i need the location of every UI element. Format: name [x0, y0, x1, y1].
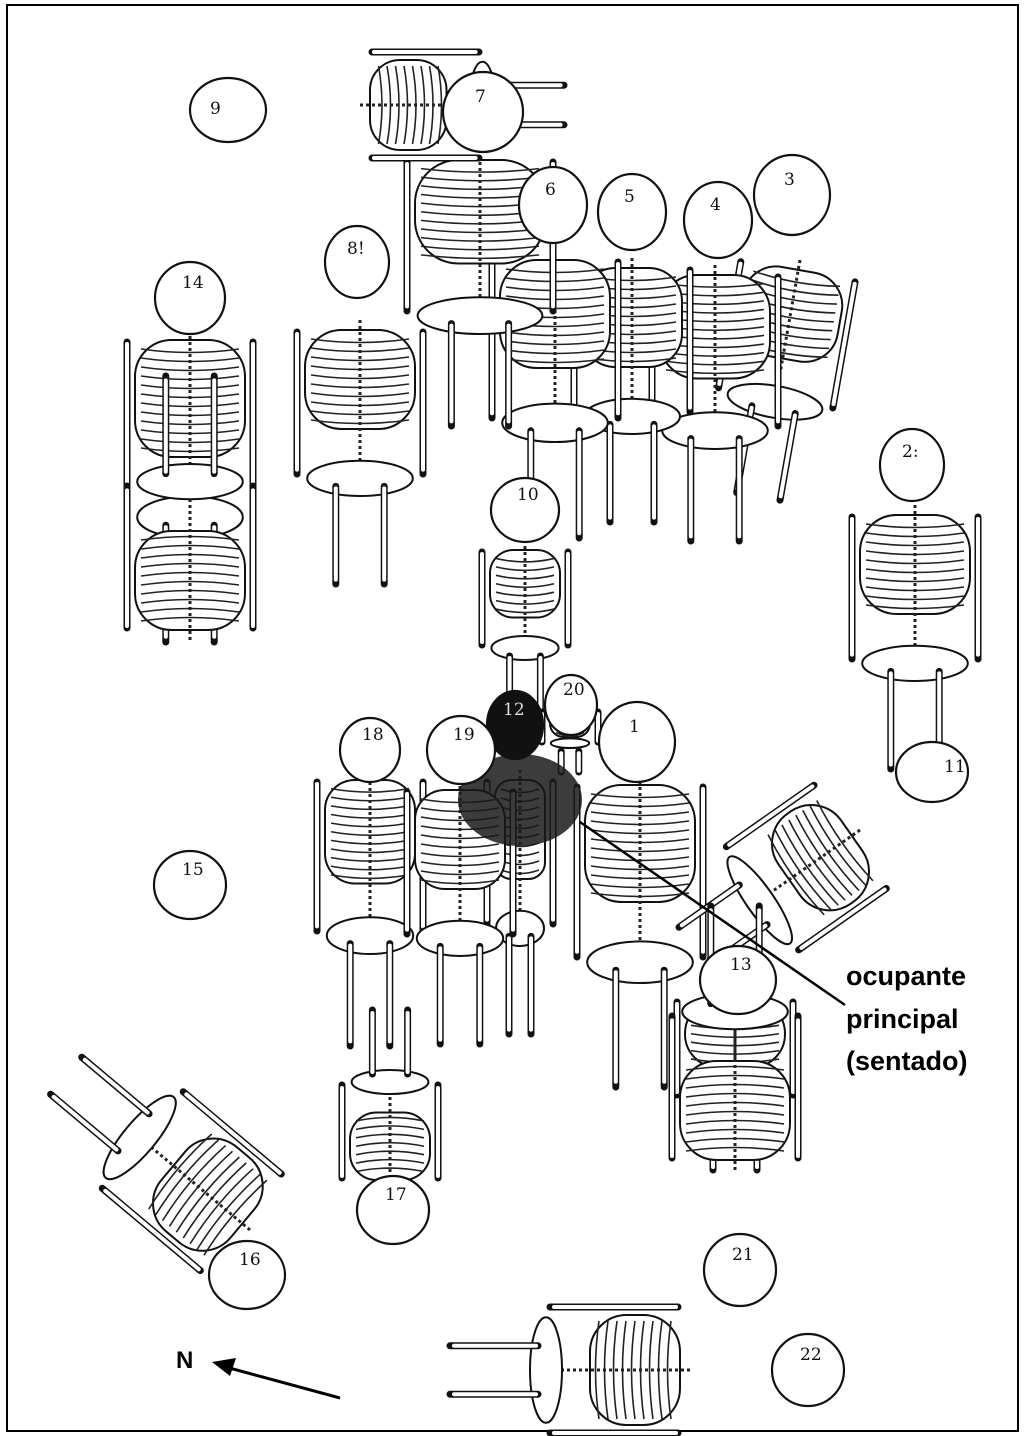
skull-label-16: 16 — [239, 1250, 261, 1270]
skeleton-2 — [852, 505, 978, 769]
skull-label-10: 10 — [517, 485, 539, 505]
annotation-line-3: (sentado) — [846, 1046, 968, 1076]
skeleton-8 — [297, 320, 423, 584]
pelvis-2 — [862, 646, 968, 681]
skeleton-22 — [450, 1307, 690, 1433]
skull-label-9: 9 — [210, 99, 221, 119]
skull-3 — [754, 155, 830, 235]
north-label: N — [176, 1347, 193, 1374]
skull-9 — [190, 78, 266, 142]
skull-8 — [325, 226, 389, 298]
skull-label-18: 18 — [362, 725, 384, 745]
skull-label-22: 22 — [800, 1345, 822, 1365]
north-arrow-shaft — [222, 1366, 340, 1398]
pelvis-20 — [551, 738, 589, 748]
skull-label-8: 8! — [347, 239, 365, 259]
leg-inner-3-r — [781, 415, 795, 496]
north-arrow: N — [176, 1347, 340, 1398]
skull-label-12: 12 — [503, 700, 525, 720]
skull-label-7: 7 — [475, 87, 486, 107]
skull-label-14: 14 — [182, 273, 204, 293]
pelvis-6 — [502, 404, 608, 442]
skull-label-6: 6 — [545, 180, 556, 200]
skull-label-19: 19 — [453, 725, 475, 745]
skull-label-15: 15 — [182, 860, 204, 880]
skull-6 — [519, 167, 587, 243]
pelvis-18 — [327, 917, 413, 954]
skull-label-4: 4 — [710, 195, 721, 215]
skull-label-3: 3 — [784, 170, 795, 190]
skull-label-21: 21 — [732, 1245, 754, 1265]
skull-label-20: 20 — [563, 680, 585, 700]
skull-label-2: 2: — [902, 442, 919, 462]
skull-1 — [599, 702, 675, 782]
pelvis-1 — [587, 941, 693, 983]
skull-label-17: 17 — [385, 1185, 407, 1205]
pelvis-22 — [530, 1317, 562, 1423]
leg-inner-16-r — [54, 1097, 117, 1150]
skull-label-13: 13 — [730, 955, 752, 975]
skull-4 — [684, 182, 752, 258]
annotation-line-2: principal — [846, 1004, 959, 1034]
skull-5 — [598, 174, 666, 250]
pelvis-10 — [491, 636, 558, 660]
pelvis-7 — [418, 297, 543, 334]
leg-inner-16-l — [85, 1060, 148, 1113]
skull-2 — [880, 429, 944, 501]
pelvis-17 — [352, 1070, 429, 1094]
annotation-line-1: ocupante — [846, 961, 966, 991]
pelvis-15 — [137, 464, 243, 499]
skeleton-1 — [577, 775, 703, 1087]
pelvis-19 — [417, 921, 503, 956]
north-arrow-head — [212, 1358, 236, 1376]
skull-7 — [443, 72, 523, 152]
pelvis-8 — [307, 461, 413, 496]
skull-label-5: 5 — [624, 187, 635, 207]
skull-label-11: 11 — [944, 757, 966, 777]
skull-label-1: 1 — [629, 717, 640, 737]
